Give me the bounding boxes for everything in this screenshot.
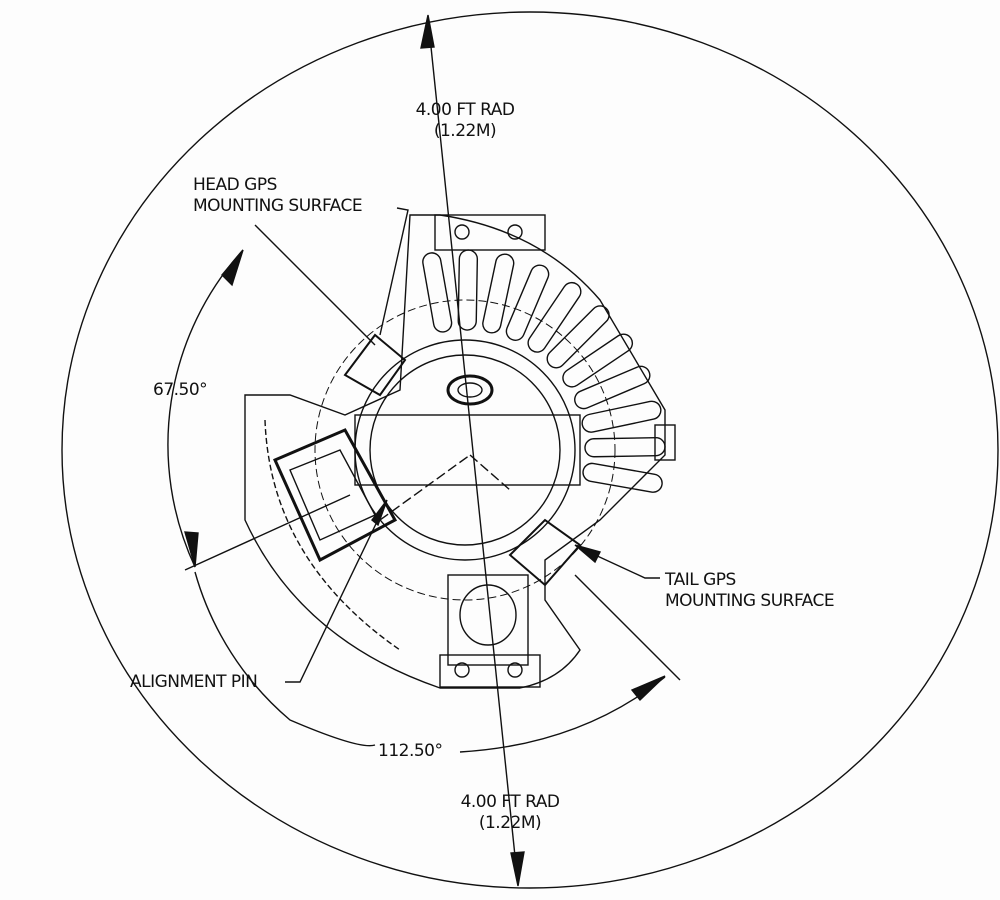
bolt-hole xyxy=(454,662,470,678)
angle-arc-112 xyxy=(194,571,666,753)
head-gps-line2: MOUNTING SURFACE xyxy=(193,196,363,216)
port-oval xyxy=(446,374,494,406)
radius-metric: (1.22M) xyxy=(433,121,497,141)
tail-gps-line1: TAIL GPS xyxy=(665,570,736,590)
alignment-pin-leader xyxy=(285,504,386,683)
radial-fin xyxy=(581,400,662,433)
bottom-port xyxy=(459,584,517,646)
radial-fins xyxy=(422,249,666,493)
tail-gps-line2: MOUNTING SURFACE xyxy=(665,591,835,611)
tail-gps-leader xyxy=(579,547,660,579)
bottom-tab xyxy=(439,654,541,688)
central-housing-inner xyxy=(369,354,561,546)
arrow xyxy=(630,675,666,702)
left-gps-box xyxy=(273,428,398,563)
side-tab xyxy=(654,424,676,461)
head-gps-leader xyxy=(379,207,409,336)
radial-fin xyxy=(574,365,651,410)
radius-value: 4.00 FT RAD xyxy=(415,100,515,120)
tail-gps-label: TAIL GPS MOUNTING SURFACE xyxy=(665,570,835,612)
radial-fin xyxy=(457,249,479,331)
top-mount-block xyxy=(434,214,546,251)
bolt-hole xyxy=(507,224,523,240)
center-line-2 xyxy=(469,454,511,491)
arrow xyxy=(221,249,244,287)
top-radius-label: 4.00 FT RAD (1.22M) xyxy=(395,100,535,142)
alignment-pin-label: ALIGNMENT PIN xyxy=(130,672,258,692)
arrow xyxy=(574,544,602,564)
extension-line xyxy=(574,574,681,681)
radial-fin xyxy=(584,436,666,458)
radius-value: 4.00 FT RAD xyxy=(460,792,560,812)
extension-line xyxy=(254,224,376,346)
base-plate xyxy=(244,214,666,689)
extension-line xyxy=(184,494,351,571)
bottom-radius-label: 4.00 FT RAD (1.22M) xyxy=(440,792,580,834)
angle-112-label: 112.50° xyxy=(378,741,443,761)
radial-fin xyxy=(562,333,634,388)
angle-arc-67 xyxy=(167,249,244,568)
bolt-hole xyxy=(507,662,523,678)
radial-fin xyxy=(582,462,663,493)
arrow-top xyxy=(420,14,435,49)
radius-dimension-line xyxy=(427,17,519,886)
central-housing-dashed xyxy=(314,299,616,601)
port-oval-inner xyxy=(457,382,483,398)
radial-fin xyxy=(422,252,453,333)
bolt-hole xyxy=(454,224,470,240)
head-gps-line1: HEAD GPS xyxy=(193,175,277,195)
tail-gps-surface xyxy=(508,518,582,587)
center-line xyxy=(379,454,471,521)
arrow-bottom xyxy=(510,851,525,887)
bottom-mount-block xyxy=(447,574,529,666)
radius-metric: (1.22M) xyxy=(478,813,542,833)
angle-67-label: 67.50° xyxy=(153,380,208,400)
clearance-circle xyxy=(61,11,999,889)
radial-fin xyxy=(546,305,610,369)
arrow xyxy=(184,531,199,568)
radial-fin xyxy=(527,281,582,353)
head-gps-label: HEAD GPS MOUNTING SURFACE xyxy=(193,175,363,217)
radial-fin xyxy=(482,253,515,334)
radial-fin xyxy=(505,264,550,341)
arrow xyxy=(371,499,388,527)
cross-beam xyxy=(354,414,581,486)
head-gps-surface xyxy=(343,333,407,397)
base-plate-inner xyxy=(264,419,401,651)
